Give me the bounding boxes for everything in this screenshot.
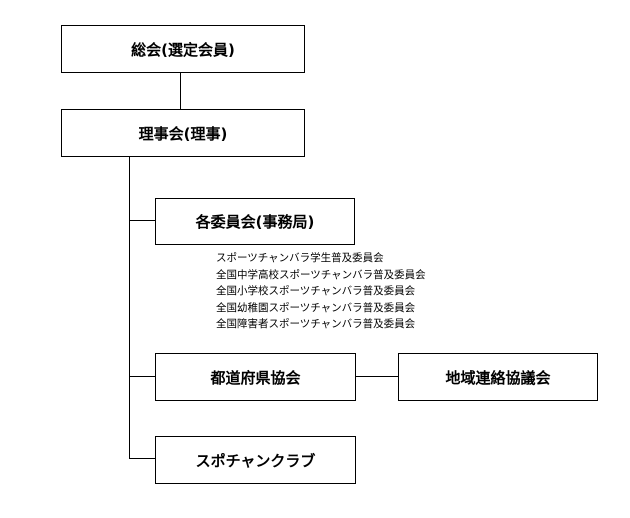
- regional-label: 地域連絡協議会: [445, 368, 551, 387]
- club-box: スポチャンクラブ: [155, 436, 356, 484]
- club-label: スポチャンクラブ: [195, 451, 316, 470]
- prefectural-label: 都道府県協会: [210, 368, 301, 387]
- connector-assembly-board: [180, 72, 181, 110]
- board-box: 理事会(理事): [61, 109, 305, 157]
- committees-label: 各委員会(事務局): [195, 213, 315, 231]
- connector-prefectural-regional: [355, 376, 399, 377]
- committee-list: スポーツチャンバラ学生普及委員会 全国中学高校スポーツチャンバラ普及委員会 全国…: [216, 250, 426, 333]
- committee-item: 全国小学校スポーツチャンバラ普及委員会: [216, 285, 416, 297]
- board-label: 理事会(理事): [138, 124, 228, 143]
- connector-prefectural: [129, 376, 156, 377]
- regional-box: 地域連絡協議会: [398, 353, 598, 401]
- committee-item: 全国障害者スポーツチャンバラ普及委員会: [216, 318, 416, 330]
- connector-club: [129, 458, 156, 459]
- prefectural-box: 都道府県協会: [155, 353, 356, 401]
- committee-item: スポーツチャンバラ学生普及委員会: [216, 252, 384, 264]
- general-assembly-box: 総会(選定会員): [61, 25, 305, 73]
- committee-item: 全国幼稚園スポーツチャンバラ普及委員会: [216, 301, 416, 314]
- committees-box: 各委員会(事務局): [155, 198, 355, 245]
- connector-trunk: [129, 156, 130, 459]
- general-assembly-label: 総会(選定会員): [131, 40, 235, 59]
- committee-item: 全国中学高校スポーツチャンバラ普及委員会: [216, 268, 426, 281]
- connector-committees: [129, 220, 156, 221]
